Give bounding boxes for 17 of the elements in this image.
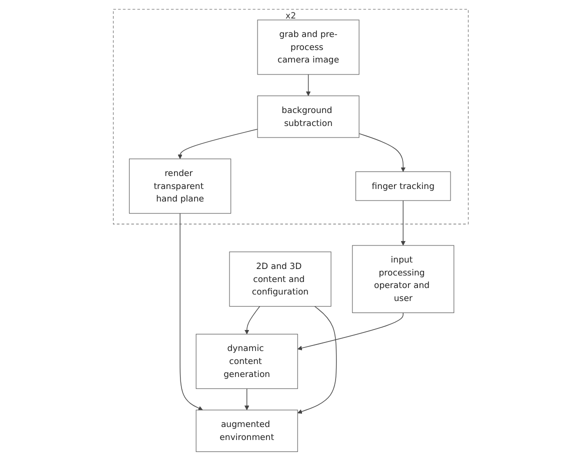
arrow xyxy=(297,306,336,414)
arrow xyxy=(179,213,203,410)
arrow xyxy=(358,133,406,172)
arrow xyxy=(177,128,258,160)
arrow xyxy=(244,306,260,334)
node-box: input processing operator and user xyxy=(352,245,454,314)
arrow xyxy=(400,200,406,246)
node-box: finger tracking xyxy=(355,171,451,201)
arrow xyxy=(244,388,249,410)
node-box: augmented environment xyxy=(196,410,298,452)
node-box: dynamic content generation xyxy=(196,334,298,389)
node-box: render transparent hand plane xyxy=(128,158,231,214)
arrow xyxy=(306,74,310,96)
arrow xyxy=(297,312,404,350)
node-box: grab and pre-process camera image xyxy=(257,20,360,75)
node-box: 2D and 3D content and configuration xyxy=(228,252,332,307)
node-box: background subtraction xyxy=(257,96,360,138)
